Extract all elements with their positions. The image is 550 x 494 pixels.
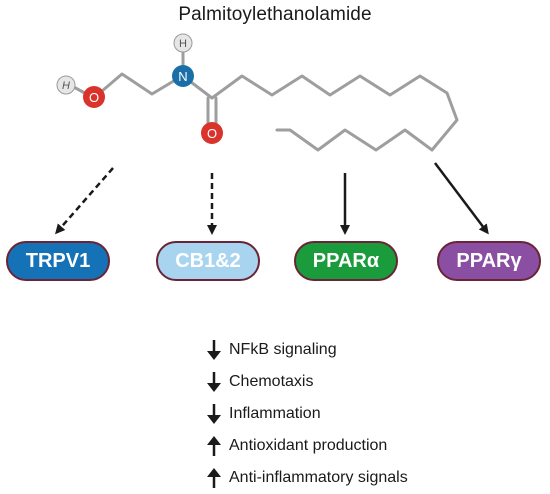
bond-o-n-chain bbox=[93, 72, 184, 99]
effect-item: NFkB signaling bbox=[205, 334, 408, 366]
atom-nitrogen: N bbox=[172, 65, 194, 87]
atom-nitrogen-label: N bbox=[178, 69, 187, 84]
receptor-trpv1: TRPV1 bbox=[6, 241, 110, 281]
arrow-to-pparg bbox=[434, 162, 489, 235]
effects-list: NFkB signaling Chemotaxis Inflammation A… bbox=[205, 334, 408, 494]
effect-label: Antioxidant production bbox=[229, 437, 388, 454]
receptor-ppar-gamma: PPARγ bbox=[437, 241, 541, 281]
effect-item: Anti-inflammatory signals bbox=[205, 462, 408, 494]
effect-item: Antioxidant production bbox=[205, 430, 408, 462]
atom-oxygen-1: O bbox=[83, 86, 105, 108]
molecule-bonds bbox=[68, 44, 459, 152]
effect-item: Chemotaxis bbox=[205, 366, 408, 398]
effect-item: Inflammation bbox=[205, 398, 408, 430]
effect-label: NFkB signaling bbox=[229, 341, 337, 358]
effect-label: Chemotaxis bbox=[229, 373, 314, 390]
receptor-ppar-alpha-label: PPARα bbox=[312, 249, 380, 272]
atom-hydrogen-1-label: H bbox=[62, 80, 70, 92]
bond-fatty-chain bbox=[210, 74, 459, 152]
atom-hydrogen-2: H bbox=[173, 33, 193, 53]
receptor-cb12-label: CB1&2 bbox=[175, 249, 241, 272]
atom-oxygen-1-label: O bbox=[89, 90, 99, 105]
receptor-trpv1-label: TRPV1 bbox=[25, 249, 91, 272]
atom-hydrogen-2-label: H bbox=[179, 38, 187, 50]
down-arrow-icon bbox=[207, 372, 221, 392]
atom-hydrogen-1: H bbox=[56, 75, 76, 95]
atom-oxygen-2-label: O bbox=[207, 126, 217, 141]
atom-oxygen-2: O bbox=[201, 122, 223, 144]
receptor-cb12: CB1&2 bbox=[156, 241, 260, 281]
arrow-to-trpv1 bbox=[55, 167, 114, 235]
diagram-title: Palmitoylethanolamide bbox=[178, 4, 372, 25]
up-arrow-icon bbox=[207, 468, 221, 488]
receptor-ppar-alpha: PPARα bbox=[294, 241, 398, 281]
down-arrow-icon bbox=[207, 340, 221, 360]
effect-label: Anti-inflammatory signals bbox=[229, 469, 408, 486]
effect-label: Inflammation bbox=[229, 405, 321, 422]
up-arrow-icon bbox=[207, 436, 221, 456]
down-arrow-icon bbox=[207, 404, 221, 424]
receptor-ppar-gamma-label: PPARγ bbox=[456, 249, 522, 272]
